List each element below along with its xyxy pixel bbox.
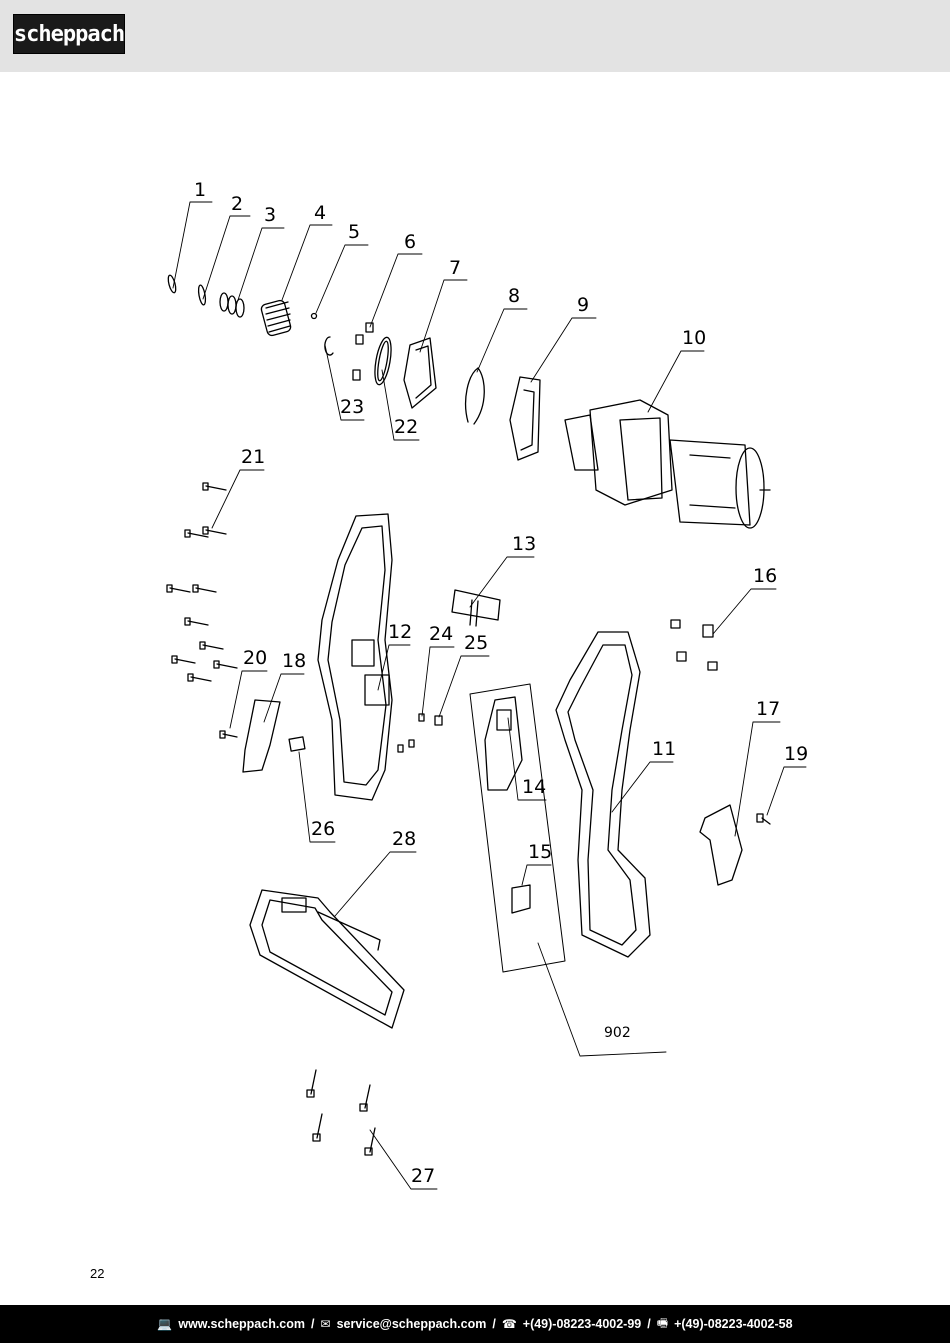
callout-6: 6 xyxy=(404,231,416,253)
phone-number[interactable]: +(49)-08223-4002-99 xyxy=(522,1317,642,1331)
callout-8: 8 xyxy=(508,285,520,307)
part-13-switch xyxy=(451,589,501,627)
callout-labels: 1 2 3 4 5 6 7 8 9 10 11 12 13 14 15 16 1… xyxy=(194,179,808,1187)
page-number: 22 xyxy=(90,1266,105,1281)
fax-number: +(49)-08223-4002-58 xyxy=(674,1317,793,1331)
part-11-right-housing xyxy=(555,631,651,958)
part-1-ring xyxy=(167,274,177,294)
callout-11: 11 xyxy=(652,738,676,760)
callout-1: 1 xyxy=(194,179,206,201)
part-10-motor xyxy=(564,399,771,529)
callout-19: 19 xyxy=(784,743,808,765)
part-8-clip xyxy=(464,367,485,425)
brand-logo[interactable]: scheppach xyxy=(13,14,125,54)
part-3-spring xyxy=(219,292,245,318)
mail-icon: ✉ xyxy=(320,1317,331,1331)
part-2-oring xyxy=(197,284,207,306)
header-bar: scheppach xyxy=(0,0,950,72)
part-9-band xyxy=(509,376,541,461)
part-19-screw xyxy=(756,813,771,825)
part-21-screws xyxy=(166,482,238,682)
callout-26: 26 xyxy=(311,818,335,840)
part-24-part xyxy=(397,744,404,753)
part-27-screws xyxy=(306,1069,376,1156)
callout-21: 21 xyxy=(241,446,265,468)
part-24-part xyxy=(408,739,415,748)
part-24-part xyxy=(418,713,425,722)
phone-icon: ☎ xyxy=(501,1317,517,1331)
callout-902: 902 xyxy=(604,1025,631,1041)
callout-18: 18 xyxy=(282,650,306,672)
part-7-housing xyxy=(403,337,437,409)
part-6-block xyxy=(352,369,361,381)
callout-3: 3 xyxy=(264,204,276,226)
callout-24: 24 xyxy=(429,623,453,645)
part-23-circlip xyxy=(324,336,334,356)
footer-separator: / xyxy=(647,1317,651,1331)
callout-12: 12 xyxy=(388,621,412,643)
leader-lines xyxy=(172,201,807,1190)
part-20-screw xyxy=(219,730,238,739)
callout-28: 28 xyxy=(392,828,416,850)
assembly-902-box xyxy=(469,683,566,973)
computer-icon: 💻 xyxy=(157,1317,173,1331)
callout-14: 14 xyxy=(522,776,546,798)
callout-13: 13 xyxy=(512,533,536,555)
callout-2: 2 xyxy=(231,193,243,215)
callout-20: 20 xyxy=(243,647,267,669)
part-14-switch-module xyxy=(484,696,523,791)
callout-5: 5 xyxy=(348,221,360,243)
part-6-block xyxy=(355,334,364,345)
part-17-bracket xyxy=(699,804,743,886)
part-26-clip xyxy=(288,736,306,752)
callout-10: 10 xyxy=(682,327,706,349)
callout-7: 7 xyxy=(449,257,461,279)
part-25-nut xyxy=(434,715,443,726)
part-18-bracket xyxy=(242,699,281,773)
callout-25: 25 xyxy=(464,632,488,654)
footer-separator: / xyxy=(492,1317,496,1331)
part-4-collar xyxy=(260,299,292,337)
part-12-left-housing xyxy=(317,513,393,801)
callout-22: 22 xyxy=(394,416,418,438)
part-5-ball xyxy=(310,312,318,320)
footer-bar: 💻 www.scheppach.com / ✉ service@scheppac… xyxy=(0,1305,950,1343)
website-link[interactable]: www.scheppach.com xyxy=(178,1317,306,1331)
callout-17: 17 xyxy=(756,698,780,720)
part-15-bracket xyxy=(511,884,531,914)
fax-icon: 🖷 xyxy=(656,1315,669,1330)
callout-27: 27 xyxy=(411,1165,435,1187)
footer-separator: / xyxy=(311,1317,315,1331)
callout-4: 4 xyxy=(314,202,326,224)
callout-9: 9 xyxy=(577,294,589,316)
part-6-block xyxy=(365,322,374,333)
callout-15: 15 xyxy=(528,841,552,863)
email-link[interactable]: service@scheppach.com xyxy=(336,1317,487,1331)
part-16-parts xyxy=(670,619,718,671)
part-28-battery xyxy=(249,889,405,1029)
part-22-ring xyxy=(374,336,392,386)
callout-16: 16 xyxy=(753,565,777,587)
callout-23: 23 xyxy=(340,396,364,418)
